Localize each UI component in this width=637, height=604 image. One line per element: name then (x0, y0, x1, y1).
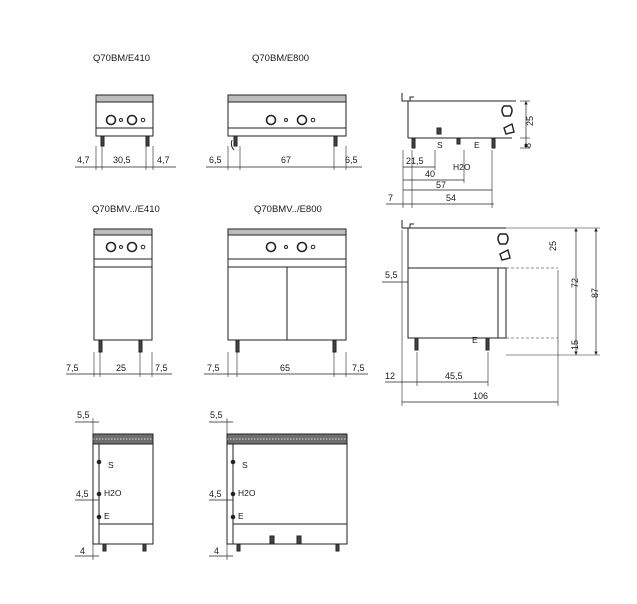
view-side-cabinet-unit: 5,5 25 72 87 15 12 45,5 106 E (382, 220, 600, 406)
connection-label: H2O (104, 488, 122, 498)
dim-label: 67 (281, 155, 291, 165)
dim-label: 21,5 (406, 156, 424, 166)
view-q70bm-e800-front: Q70BM/E800 6,5 67 6,5 (206, 53, 362, 170)
dim-label: 12 (385, 371, 395, 381)
connection-label: E (472, 335, 478, 345)
dim-label: 25 (525, 116, 535, 126)
connection-label: E (474, 140, 480, 150)
dim-label: 65 (280, 363, 290, 373)
view-rear-e410: 5,5 4,5 4 S H2O E (75, 410, 154, 560)
dim-label: 7,5 (352, 363, 365, 373)
connection-label: H2O (453, 162, 471, 172)
view-title: Q70BMV../E410 (92, 204, 160, 215)
dim-label: 8 (523, 143, 533, 148)
view-title: Q70BM/E410 (93, 53, 150, 64)
connection-label: H2O (238, 488, 256, 498)
view-q70bmv-e800-front: Q70BMV../E800 7,5 65 7,5 (204, 204, 368, 377)
view-q70bm-e410-front: Q70BM/E410 4,7 30,5 4,7 (75, 53, 176, 170)
dim-label: 72 (570, 278, 580, 288)
dim-label: 40 (425, 169, 435, 179)
dim-label: 7 (388, 193, 393, 203)
dim-label: 5,5 (210, 410, 223, 420)
dim-label: 30,5 (113, 155, 131, 165)
dim-label: 4,7 (157, 155, 170, 165)
dim-label: 4 (214, 546, 219, 556)
dim-label: 87 (590, 288, 600, 298)
dim-label: 6,5 (209, 155, 222, 165)
connection-label: S (108, 460, 114, 470)
dim-label: 106 (473, 391, 488, 401)
dim-label: 15 (570, 340, 580, 350)
dim-label: 4,7 (77, 155, 90, 165)
dim-label: 54 (446, 193, 456, 203)
view-title: Q70BM/E800 (252, 53, 309, 64)
dim-label: 25 (548, 241, 558, 251)
dim-label: 6,5 (345, 155, 358, 165)
view-q70bmv-e410-front: Q70BMV../E410 7,5 25 7,5 (66, 204, 172, 377)
dim-label: 4,5 (76, 489, 89, 499)
dim-label: 7,5 (66, 363, 79, 373)
dim-label: 45,5 (445, 371, 463, 381)
dim-label: 4,5 (209, 489, 222, 499)
connection-label: S (242, 460, 248, 470)
dim-label: 7,5 (155, 363, 168, 373)
dim-label: 4 (80, 546, 85, 556)
connection-label: S (437, 140, 443, 150)
view-title: Q70BMV../E800 (254, 204, 322, 215)
dim-label: 5,5 (385, 270, 398, 280)
view-side-top-unit: 25 8 21,5 40 57 54 7 S H2O E (386, 93, 535, 208)
view-rear-e800: 5,5 4,5 4 S H2O E (209, 410, 348, 560)
connection-label: E (238, 511, 244, 521)
connection-label: E (104, 511, 110, 521)
dim-label: 57 (436, 180, 446, 190)
dim-label: 5,5 (77, 410, 90, 420)
dim-label: 7,5 (207, 363, 220, 373)
dim-label: 25 (116, 363, 126, 373)
